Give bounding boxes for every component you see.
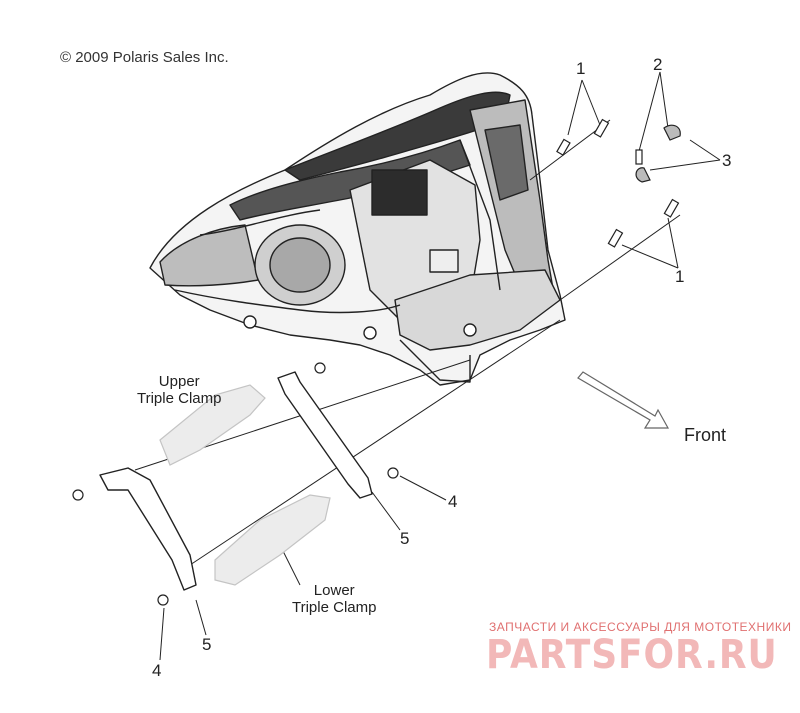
callout-1-top: 1 [576,59,586,78]
bolt-icon [663,198,680,218]
leader-lines [159,71,721,661]
nut-icon [157,594,169,606]
front-label: Front [684,425,727,445]
triple-clamps [159,384,331,586]
clip-icon [635,167,651,183]
upper-triple-clamp [159,384,266,466]
upper-caption-line-1: Upper [158,373,200,390]
lower-triple-clamp [214,494,331,586]
nut-icon [72,489,84,501]
lower-caption-line-2: Triple Clamp [292,599,377,617]
callout-4-right: 4 [448,492,458,511]
watermark-tagline: ЗАПЧАСТИ И АКСЕССУАРЫ ДЛЯ МОТОТЕХНИКИ [489,620,792,634]
callout-4-bottom: 4 [152,661,162,680]
fairing-assembly [149,72,566,386]
clip-icon [663,124,681,141]
bolts [72,118,681,606]
callout-5-bottom: 5 [202,635,212,654]
front-arrow-icon [577,371,670,429]
bolt-icon [607,228,624,248]
bolt-icon [635,149,643,165]
lower-triple-clamp-caption: Lower Triple Clamp [292,582,376,617]
upper-caption-line-2: Triple Clamp [137,390,222,408]
nut-icon [314,362,326,374]
callout-2: 2 [653,55,663,74]
copyright-text: © 2009 Polaris Sales Inc. [60,49,229,66]
nut-icon [387,467,399,479]
bracket-upper [277,371,373,499]
callout-3: 3 [722,151,732,170]
brackets [99,371,373,591]
upper-triple-clamp-caption: Upper Triple Clamp [137,373,221,408]
lower-caption-line-1: Lower [313,582,355,599]
bracket-lower [99,467,197,591]
watermark-brand: PARTSFOR.RU [486,632,778,678]
callout-5-right: 5 [400,529,410,548]
bolt-icon [593,118,610,138]
callout-1-right: 1 [675,267,685,286]
bolt-icon [556,138,571,156]
